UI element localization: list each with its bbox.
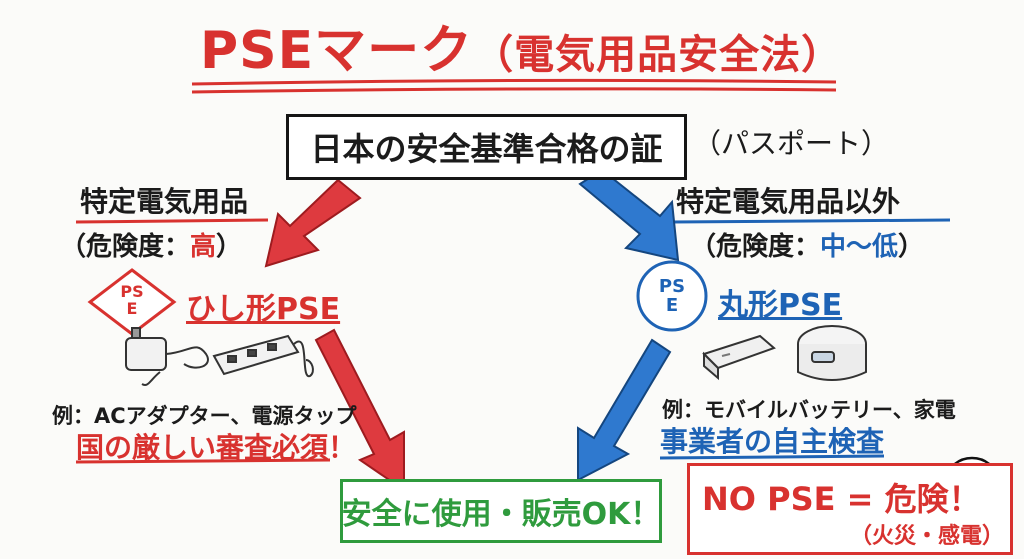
- title-main: PSEマーク: [200, 21, 474, 81]
- center-box: 日本の安全基準合格の証: [286, 114, 687, 180]
- left-inspection-underline: [75, 458, 331, 464]
- left-risk-prefix: （危険度：: [60, 232, 191, 262]
- center-note: （パスポート）: [693, 127, 890, 160]
- red-arrow-left: [264, 178, 362, 268]
- power-strip-icon: [212, 334, 314, 378]
- blue-arrow-right: [578, 168, 680, 262]
- warning-sub: （火災・感電）: [850, 524, 1005, 549]
- right-inspection-underline: [659, 454, 885, 460]
- left-risk: （危険度：高）: [60, 226, 242, 263]
- warning-box: NO PSE = 危険！ （火災・感電）: [687, 463, 1013, 555]
- right-risk: （危険度：中～低）: [690, 226, 924, 263]
- right-example: 例：モバイルバッテリー、家電: [662, 398, 956, 422]
- page-title: PSEマーク（電気用品安全法）: [200, 8, 843, 83]
- diamond-mark-text: PS E: [115, 283, 149, 317]
- circle-pse-mark: [636, 260, 708, 332]
- left-risk-level: 高: [190, 232, 217, 262]
- diamond-mark-line1: PS: [120, 282, 144, 301]
- circle-mark-line1: PS: [658, 276, 686, 297]
- title-underline-1: [191, 78, 837, 86]
- right-category-underline: [671, 218, 951, 224]
- title-sub: （電気用品安全法）: [473, 32, 843, 78]
- left-inspection: 国の厳しい審査必須！: [76, 431, 357, 464]
- red-arrow-down: [314, 328, 405, 492]
- circle-mark-text: PS E: [652, 277, 692, 315]
- center-box-label: 日本の安全基準合格の証: [310, 130, 663, 168]
- left-risk-suffix: ）: [216, 232, 243, 262]
- right-mark-name: 丸形PSE: [718, 288, 843, 323]
- ac-adapter-icon: [125, 327, 209, 386]
- result-ok-label: 安全に使用・販売OK！: [341, 497, 661, 532]
- title-underline-2: [191, 87, 837, 94]
- left-example: 例：ACアダプター、電源タップ: [52, 404, 357, 428]
- right-risk-suffix: ）: [898, 232, 925, 262]
- circle-mark-line2: E: [665, 295, 679, 316]
- right-risk-level: 中～低: [820, 232, 899, 262]
- right-risk-prefix: （危険度：: [690, 232, 821, 262]
- left-category: 特定電気用品: [80, 185, 249, 218]
- rice-cooker-icon: [797, 325, 867, 381]
- power-bank-icon: [702, 334, 776, 381]
- warning-main: NO PSE = 危険！: [702, 480, 981, 518]
- blue-arrow-down: [577, 338, 672, 482]
- right-inspection: 事業者の自主検査: [660, 425, 885, 458]
- left-category-underline: [75, 218, 269, 224]
- right-category: 特定電気用品以外: [676, 185, 901, 218]
- diamond-mark-line2: E: [126, 299, 138, 318]
- result-ok-box: 安全に使用・販売OK！: [340, 479, 662, 543]
- left-mark-name: ひし形PSE: [186, 292, 341, 327]
